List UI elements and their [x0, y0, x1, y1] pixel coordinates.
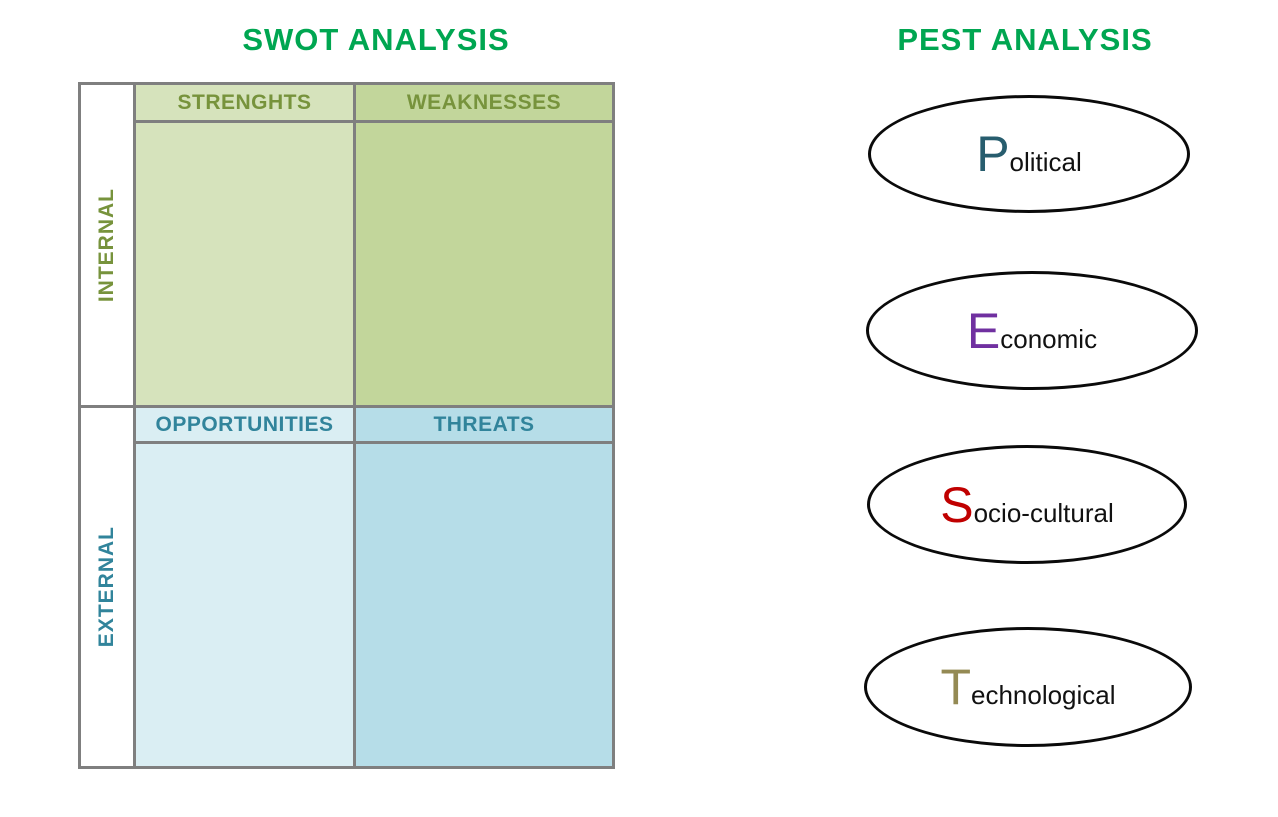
economic-label: Economic [967, 306, 1097, 356]
political-ellipse: Political [868, 95, 1190, 213]
political-label: Political [976, 129, 1082, 179]
external-label: EXTERNAL [95, 526, 118, 648]
strengths-header: STRENGHTS [136, 85, 353, 120]
external-row-label-cell: EXTERNAL [81, 408, 133, 766]
opportunities-header: OPPORTUNITIES [136, 408, 353, 441]
threats-header: THREATS [356, 408, 612, 441]
socio-cultural-ellipse: Socio-cultural [867, 445, 1187, 564]
technological-initial-letter: T [940, 659, 971, 715]
weaknesses-content-cell [356, 123, 612, 405]
technological-ellipse: Technological [864, 627, 1192, 747]
weaknesses-header: WEAKNESSES [356, 85, 612, 120]
strengths-content-cell [136, 123, 353, 405]
technological-rest-text: echnological [970, 680, 1116, 710]
economic-rest-text: conomic [1000, 323, 1098, 354]
swot-analysis-title: SWOT ANALYSIS [242, 22, 510, 57]
internal-label: INTERNAL [95, 187, 118, 303]
socio-cultural-rest-text: ocio-cultural [973, 497, 1114, 528]
threats-content-cell [356, 444, 612, 766]
economic-initial-letter: E [966, 302, 1001, 359]
opportunities-content-cell [136, 444, 353, 766]
internal-row-label-cell: INTERNAL [81, 85, 133, 405]
political-rest-text: olitical [1009, 147, 1082, 177]
technological-label: Technological [940, 662, 1115, 712]
socio-cultural-label: Socio-cultural [940, 480, 1114, 530]
economic-ellipse: Economic [866, 271, 1198, 390]
socio-cultural-initial-letter: S [940, 476, 974, 533]
swot-matrix: INTERNAL STRENGHTS WEAKNESSES EXTERNAL O… [78, 82, 615, 769]
political-initial-letter: P [976, 126, 1010, 182]
pest-analysis-title: PEST ANALYSIS [897, 22, 1153, 57]
